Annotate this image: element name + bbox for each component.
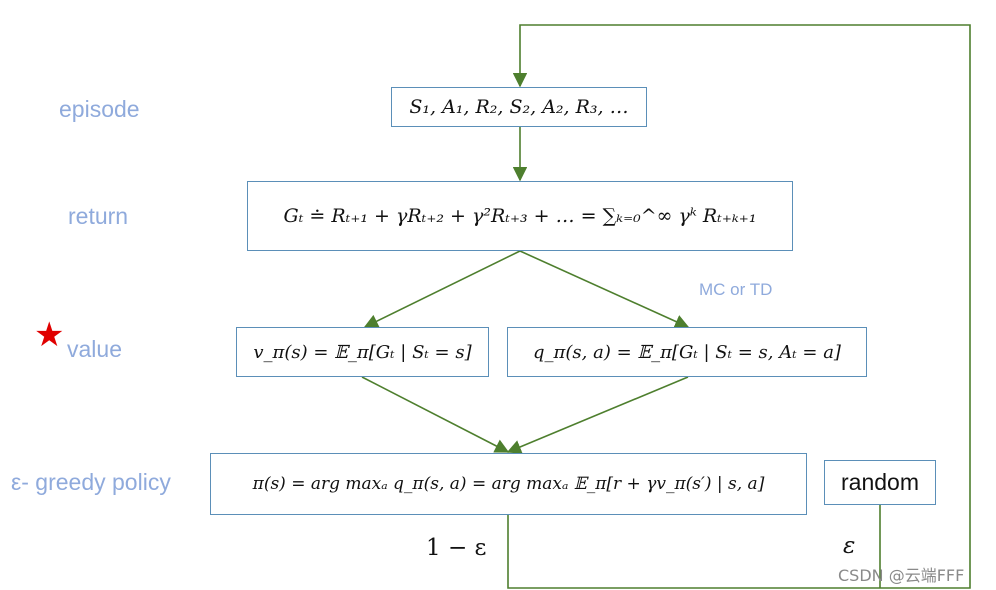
random-box: random	[824, 460, 936, 505]
policy-formula: π(s) = arg maxₐ q_π(s, a) = arg maxₐ 𝔼_π…	[252, 474, 765, 494]
return-to-q-arrow	[519, 250, 690, 329]
policy-box: π(s) = arg maxₐ q_π(s, a) = arg maxₐ 𝔼_π…	[210, 453, 807, 515]
random-label: random	[841, 469, 919, 495]
q-value-formula: q_π(s, a) = 𝔼_π[Gₜ | Sₜ = s, Aₜ = a]	[533, 341, 841, 363]
return-formula: Gₜ ≐ Rₜ₊₁ + γRₜ₊₂ + γ²Rₜ₊₃ + … = ∑ₖ₌₀^∞ …	[283, 205, 757, 227]
episode-label: episode	[59, 96, 140, 122]
exploit-probability-label: 1 − ε	[426, 535, 487, 561]
loop-back-connector	[507, 24, 971, 589]
q-to-policy-arrow	[506, 376, 689, 454]
explore-probability-label: ε	[843, 533, 856, 559]
watermark: CSDN @云端FFF	[838, 566, 965, 585]
v-value-box: v_π(s) = 𝔼_π[Gₜ | Sₜ = s]	[236, 327, 489, 377]
return-label: return	[68, 203, 129, 229]
mc-td-label: MC or TD	[699, 280, 773, 299]
policy-label: ε- greedy policy	[11, 469, 171, 495]
return-box: Gₜ ≐ Rₜ₊₁ + γRₜ₊₂ + γ²Rₜ₊₃ + … = ∑ₖ₌₀^∞ …	[247, 181, 793, 251]
v-to-policy-arrow	[361, 376, 510, 453]
episode-formula: S₁, A₁, R₂, S₂, A₂, R₃, …	[409, 96, 629, 118]
v-value-formula: v_π(s) = 𝔼_π[Gₜ | Sₜ = s]	[253, 341, 472, 363]
red-star-icon: ★	[34, 315, 65, 355]
return-to-v-arrow	[363, 250, 521, 328]
q-value-box: q_π(s, a) = 𝔼_π[Gₜ | Sₜ = s, Aₜ = a]	[507, 327, 867, 377]
value-label: value	[67, 336, 122, 362]
episode-box: S₁, A₁, R₂, S₂, A₂, R₃, …	[391, 87, 647, 127]
